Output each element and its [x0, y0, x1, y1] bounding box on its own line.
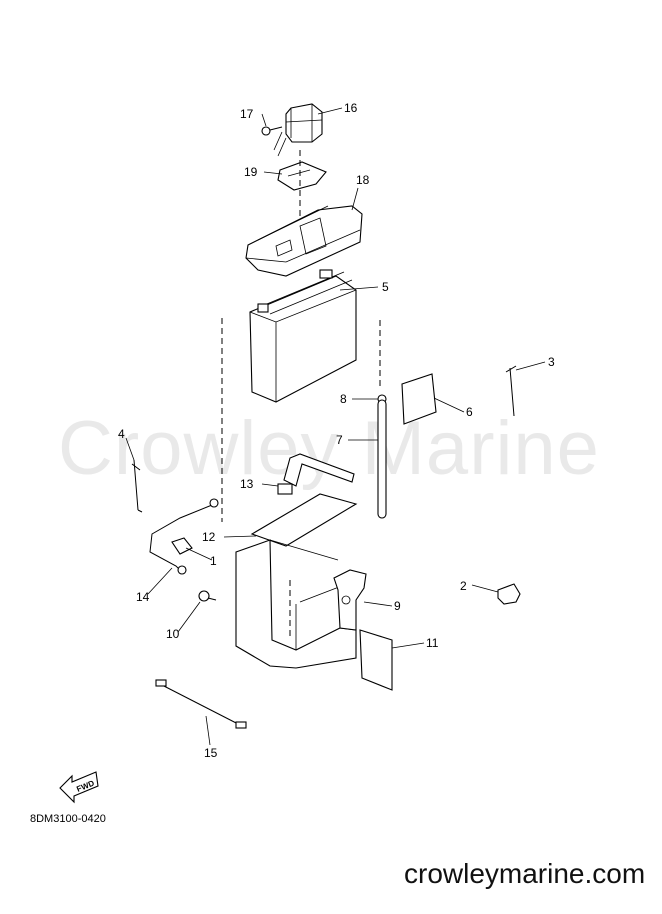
part-14-lead-wire[interactable]	[149, 498, 219, 575]
part-1-terminal[interactable]	[171, 537, 193, 555]
part-19-bracket[interactable]	[277, 161, 327, 191]
callout-18: 18	[356, 173, 370, 187]
callout-10: 10	[166, 627, 180, 641]
part-16-relay[interactable]	[273, 103, 323, 157]
callout-6: 6	[466, 405, 473, 419]
callout-5: 5	[382, 280, 389, 294]
callout-2: 2	[460, 579, 467, 593]
callout-14: 14	[136, 590, 150, 604]
part-10-bolt[interactable]	[198, 590, 217, 602]
part-5-battery[interactable]	[249, 269, 357, 403]
part-17-screw[interactable]	[261, 126, 283, 136]
callout-4: 4	[118, 427, 125, 441]
callout-12: 12	[202, 530, 216, 544]
part-12-mat[interactable]	[250, 493, 358, 547]
watermark: Crowley Marine	[58, 406, 600, 491]
part-11-plate[interactable]	[359, 629, 393, 691]
part-9-battery-box[interactable]	[235, 539, 367, 669]
fwd-arrow-icon: FWD	[59, 771, 99, 804]
callout-7: 7	[336, 433, 343, 447]
callout-17: 17	[240, 107, 254, 121]
part-6-pad[interactable]	[401, 373, 437, 425]
part-15-cable[interactable]	[155, 679, 247, 729]
leader-lines	[125, 107, 546, 746]
site-url-link[interactable]: crowleymarine.com	[404, 858, 646, 889]
callout-1: 1	[210, 554, 217, 568]
callout-8: 8	[340, 392, 347, 406]
part-2-clamp[interactable]	[497, 583, 521, 605]
part-13-band[interactable]	[277, 453, 355, 495]
callout-16: 16	[344, 101, 358, 115]
callout-9: 9	[394, 599, 401, 613]
part-18-battery-cover[interactable]	[245, 205, 363, 277]
callout-19: 19	[244, 165, 258, 179]
callout-15: 15	[204, 746, 218, 760]
callout-13: 13	[240, 477, 254, 491]
callout-3: 3	[548, 355, 555, 369]
part-4-band[interactable]	[131, 459, 143, 513]
part-3-clip[interactable]	[505, 365, 517, 417]
drawing-code: 8DM3100-0420	[30, 813, 106, 825]
part-7-hose[interactable]	[377, 399, 387, 519]
callout-11: 11	[426, 636, 439, 650]
